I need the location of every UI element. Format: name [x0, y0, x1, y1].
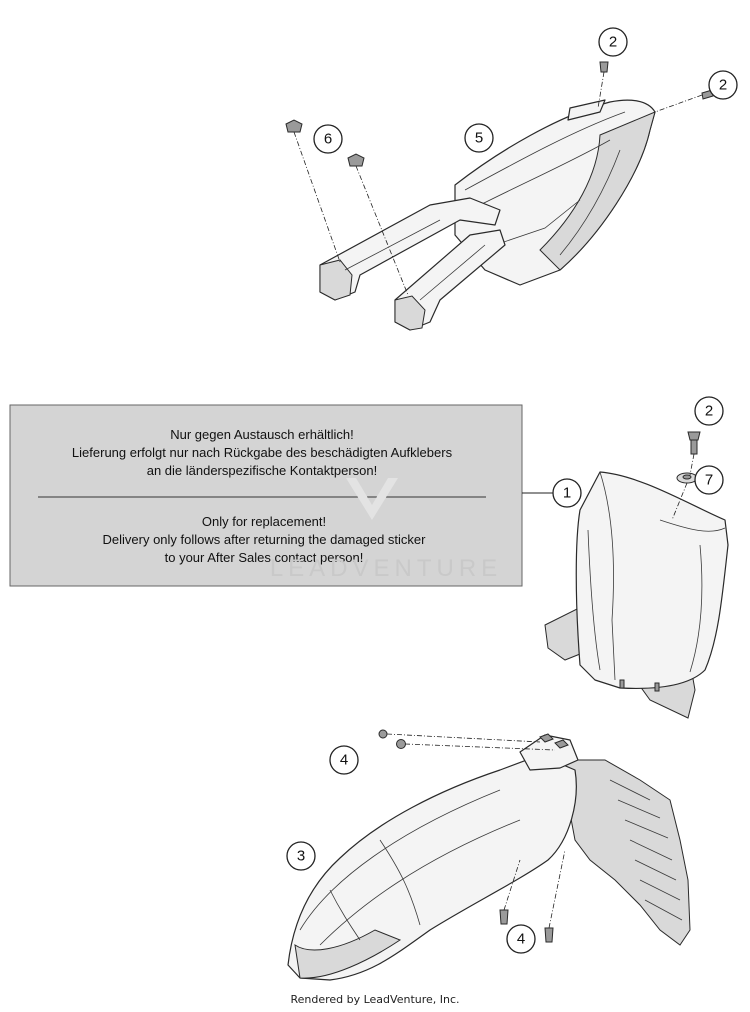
svg-text:3: 3: [297, 848, 305, 865]
screw-part-2-plate[interactable]: [687, 431, 701, 455]
svg-text:2: 2: [609, 34, 617, 51]
screw-part-4-top[interactable]: [378, 729, 406, 749]
callout-4-top[interactable]: 4: [329, 745, 359, 775]
number-plate-part[interactable]: [544, 471, 729, 719]
screw-part-6[interactable]: [285, 119, 365, 167]
front-fender-part[interactable]: [287, 733, 691, 981]
callout-2-plate[interactable]: 2: [694, 396, 724, 426]
svg-text:7: 7: [705, 472, 713, 489]
callout-6[interactable]: 6: [313, 124, 343, 154]
callout-5[interactable]: 5: [464, 123, 494, 153]
notice-de-line2: Lieferung erfolgt nur nach Rückgabe des …: [72, 445, 453, 460]
notice-de-line1: Nur gegen Austausch erhältlich!: [170, 427, 354, 442]
rear-fender-part[interactable]: [319, 99, 656, 331]
callout-2-right[interactable]: 2: [708, 70, 738, 100]
watermark-text: LEADVENTURE: [270, 555, 502, 582]
grommet-part-7[interactable]: [676, 472, 698, 484]
svg-text:6: 6: [324, 131, 332, 148]
svg-text:2: 2: [705, 403, 713, 420]
notice-en-line3: to your After Sales contact person!: [165, 550, 364, 565]
svg-text:4: 4: [340, 752, 348, 769]
footer-credit: Rendered by LeadVenture, Inc.: [290, 993, 460, 1006]
screw-part-2-rear[interactable]: [599, 61, 714, 100]
callout-4-bottom[interactable]: 4: [506, 924, 536, 954]
svg-text:4: 4: [517, 931, 525, 948]
notice-de-line3: an die länderspezifische Kontaktperson!: [147, 463, 378, 478]
svg-text:1: 1: [563, 485, 571, 502]
callout-3[interactable]: 3: [286, 841, 316, 871]
callout-7[interactable]: 7: [694, 465, 724, 495]
notice-en-line2: Delivery only follows after returning th…: [103, 532, 427, 547]
notice-en-line1: Only for replacement!: [202, 514, 326, 529]
watermark: LEADVENTURE: [270, 478, 502, 582]
svg-text:5: 5: [475, 130, 483, 147]
svg-text:2: 2: [719, 77, 727, 94]
callout-2-top[interactable]: 2: [598, 27, 628, 57]
callout-1[interactable]: 1: [552, 478, 582, 508]
screw-part-4-bottom[interactable]: [499, 909, 554, 943]
replacement-notice: Nur gegen Austausch erhältlich! Lieferun…: [9, 404, 523, 587]
